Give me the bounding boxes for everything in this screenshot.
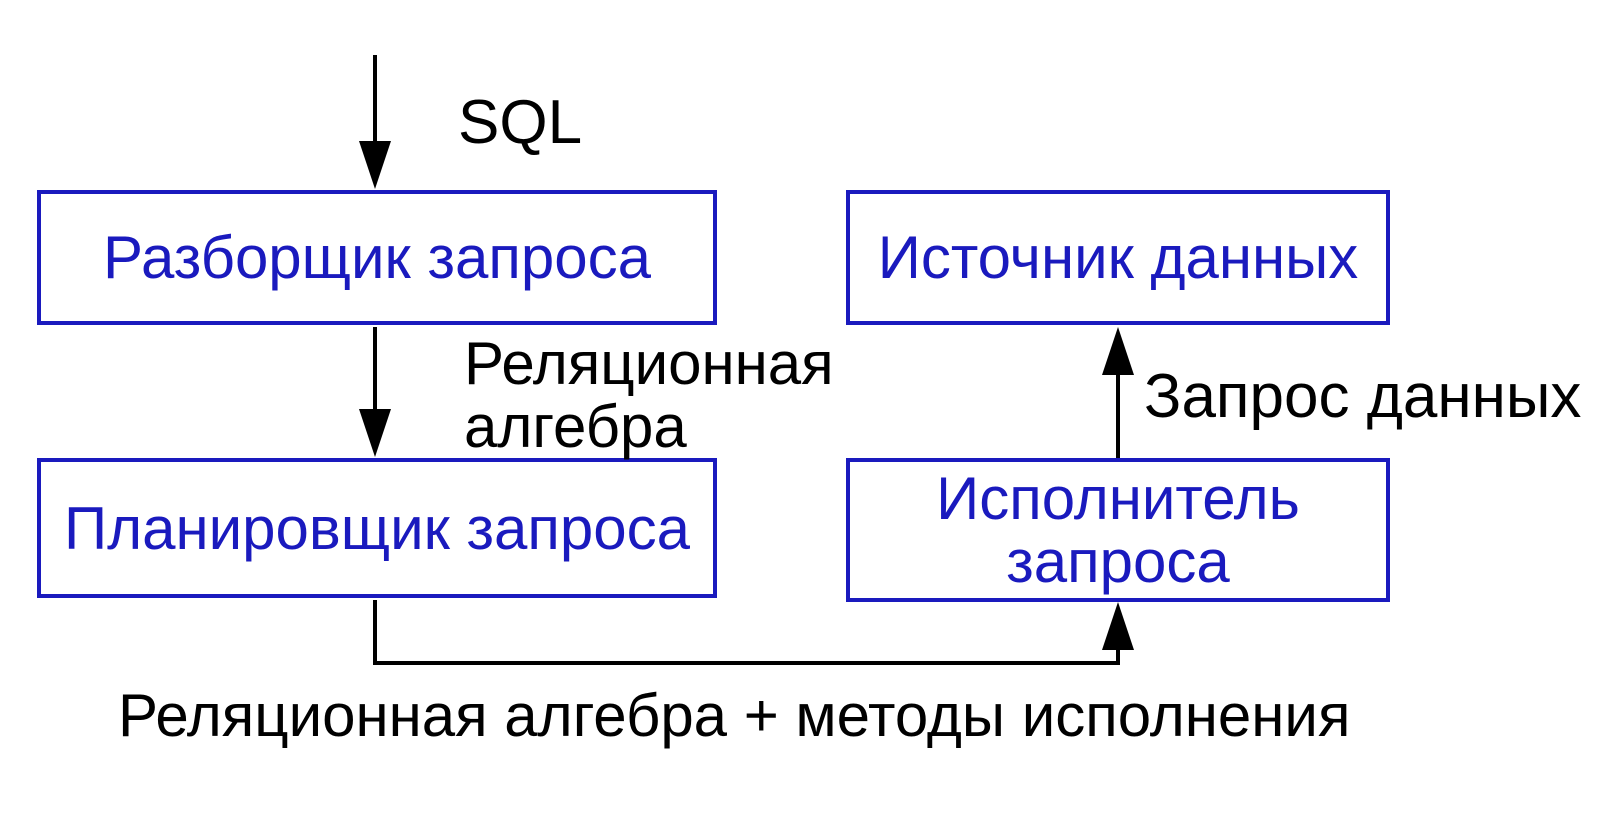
query-planner-label: Планировщик запроса xyxy=(63,494,691,562)
query-executor-label-line1: Исполнитель xyxy=(936,465,1300,532)
parser-to-planner-arrow xyxy=(359,327,391,457)
relational-algebra-edge-label-line1: Реляционная xyxy=(464,330,834,397)
query-planner-box: Планировщик запроса xyxy=(37,458,717,598)
query-executor-label-line2: запроса xyxy=(1006,528,1230,595)
data-source-box: Источник данных xyxy=(846,190,1390,325)
sql-edge-label: SQL xyxy=(458,88,583,157)
executor-to-datasource-arrow xyxy=(1102,327,1134,458)
relational-algebra-edge-label: Реляционная алгебра xyxy=(464,332,834,458)
planner-to-executor-connector xyxy=(373,600,1134,665)
query-parser-label: Разборщик запроса xyxy=(103,224,651,291)
query-executor-box: Исполнитель запроса xyxy=(846,458,1390,602)
bottom-caption: Реляционная алгебра + методы исполнения xyxy=(118,682,1351,749)
query-parser-box: Разборщик запроса xyxy=(37,190,717,325)
sql-arrow xyxy=(359,55,391,189)
relational-algebra-edge-label-line2: алгебра xyxy=(464,393,687,460)
data-source-label: Источник данных xyxy=(877,224,1359,291)
data-request-edge-label: Запрос данных xyxy=(1144,362,1582,431)
